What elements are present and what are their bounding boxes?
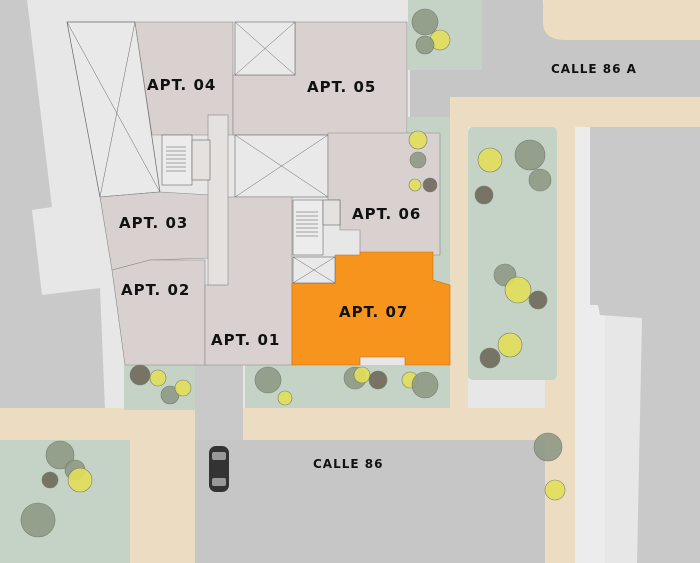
driveway <box>195 365 243 440</box>
road-calle-86 <box>195 440 545 563</box>
stairs-icon <box>166 146 186 172</box>
stairs-icon <box>296 211 318 237</box>
tree-icon <box>254 366 282 394</box>
tree-icon <box>129 364 151 386</box>
elevator-east <box>322 199 341 226</box>
tree-icon <box>528 168 552 192</box>
tan-block-top-right <box>543 0 700 40</box>
tree-icon <box>479 347 501 369</box>
tree-icon <box>277 390 293 406</box>
tree-icon <box>45 440 75 470</box>
street-label-calle-86: CALLE 86 <box>313 457 384 471</box>
tree-icon <box>409 151 427 169</box>
tree-icon <box>41 471 59 489</box>
tree-icon <box>514 139 546 171</box>
apartment-03-label[interactable]: APT. 03 <box>119 214 189 232</box>
tree-icon <box>533 432 563 462</box>
tree-icon <box>411 8 439 36</box>
tree-icon <box>477 147 503 173</box>
corridor <box>207 114 229 286</box>
apartment-07-shape <box>291 251 451 366</box>
apartment-02-label[interactable]: APT. 02 <box>121 281 191 299</box>
tree-icon <box>415 35 435 55</box>
apartment-05-label[interactable]: APT. 05 <box>307 78 377 96</box>
tree-icon <box>474 185 494 205</box>
tree-icon <box>67 467 93 493</box>
apartment-04-label[interactable]: APT. 04 <box>147 76 217 94</box>
apartment-02-shape <box>111 259 206 366</box>
car-icon <box>209 446 229 492</box>
neighbor-building-right <box>590 127 700 563</box>
apartment-06-label[interactable]: APT. 06 <box>352 205 422 223</box>
tree-icon <box>528 290 548 310</box>
tree-icon <box>149 369 167 387</box>
tree-icon <box>174 379 192 397</box>
tree-icon <box>411 371 439 399</box>
apartment-01-label[interactable]: APT. 01 <box>211 331 281 349</box>
tree-icon <box>497 332 523 358</box>
tree-icon <box>408 178 422 192</box>
stairs-east <box>292 199 324 256</box>
tree-icon <box>20 502 56 538</box>
tree-icon <box>422 177 438 193</box>
tree-icon <box>368 370 388 390</box>
sidewalk-south <box>0 408 575 440</box>
elevators-west <box>191 139 211 181</box>
street-label-calle-86a: CALLE 86 A <box>551 62 637 76</box>
tree-icon <box>408 130 428 150</box>
sidewalk-south-left <box>130 408 195 563</box>
apartment-06-shape <box>327 132 441 256</box>
apartment-07-label[interactable]: APT. 07 <box>339 303 409 321</box>
sidewalk-east-left <box>450 118 468 418</box>
neighbor-building-left <box>0 0 105 410</box>
tree-icon <box>544 479 566 501</box>
tree-icon <box>504 276 532 304</box>
stairs-west <box>161 134 193 186</box>
tree-icon <box>353 366 371 384</box>
